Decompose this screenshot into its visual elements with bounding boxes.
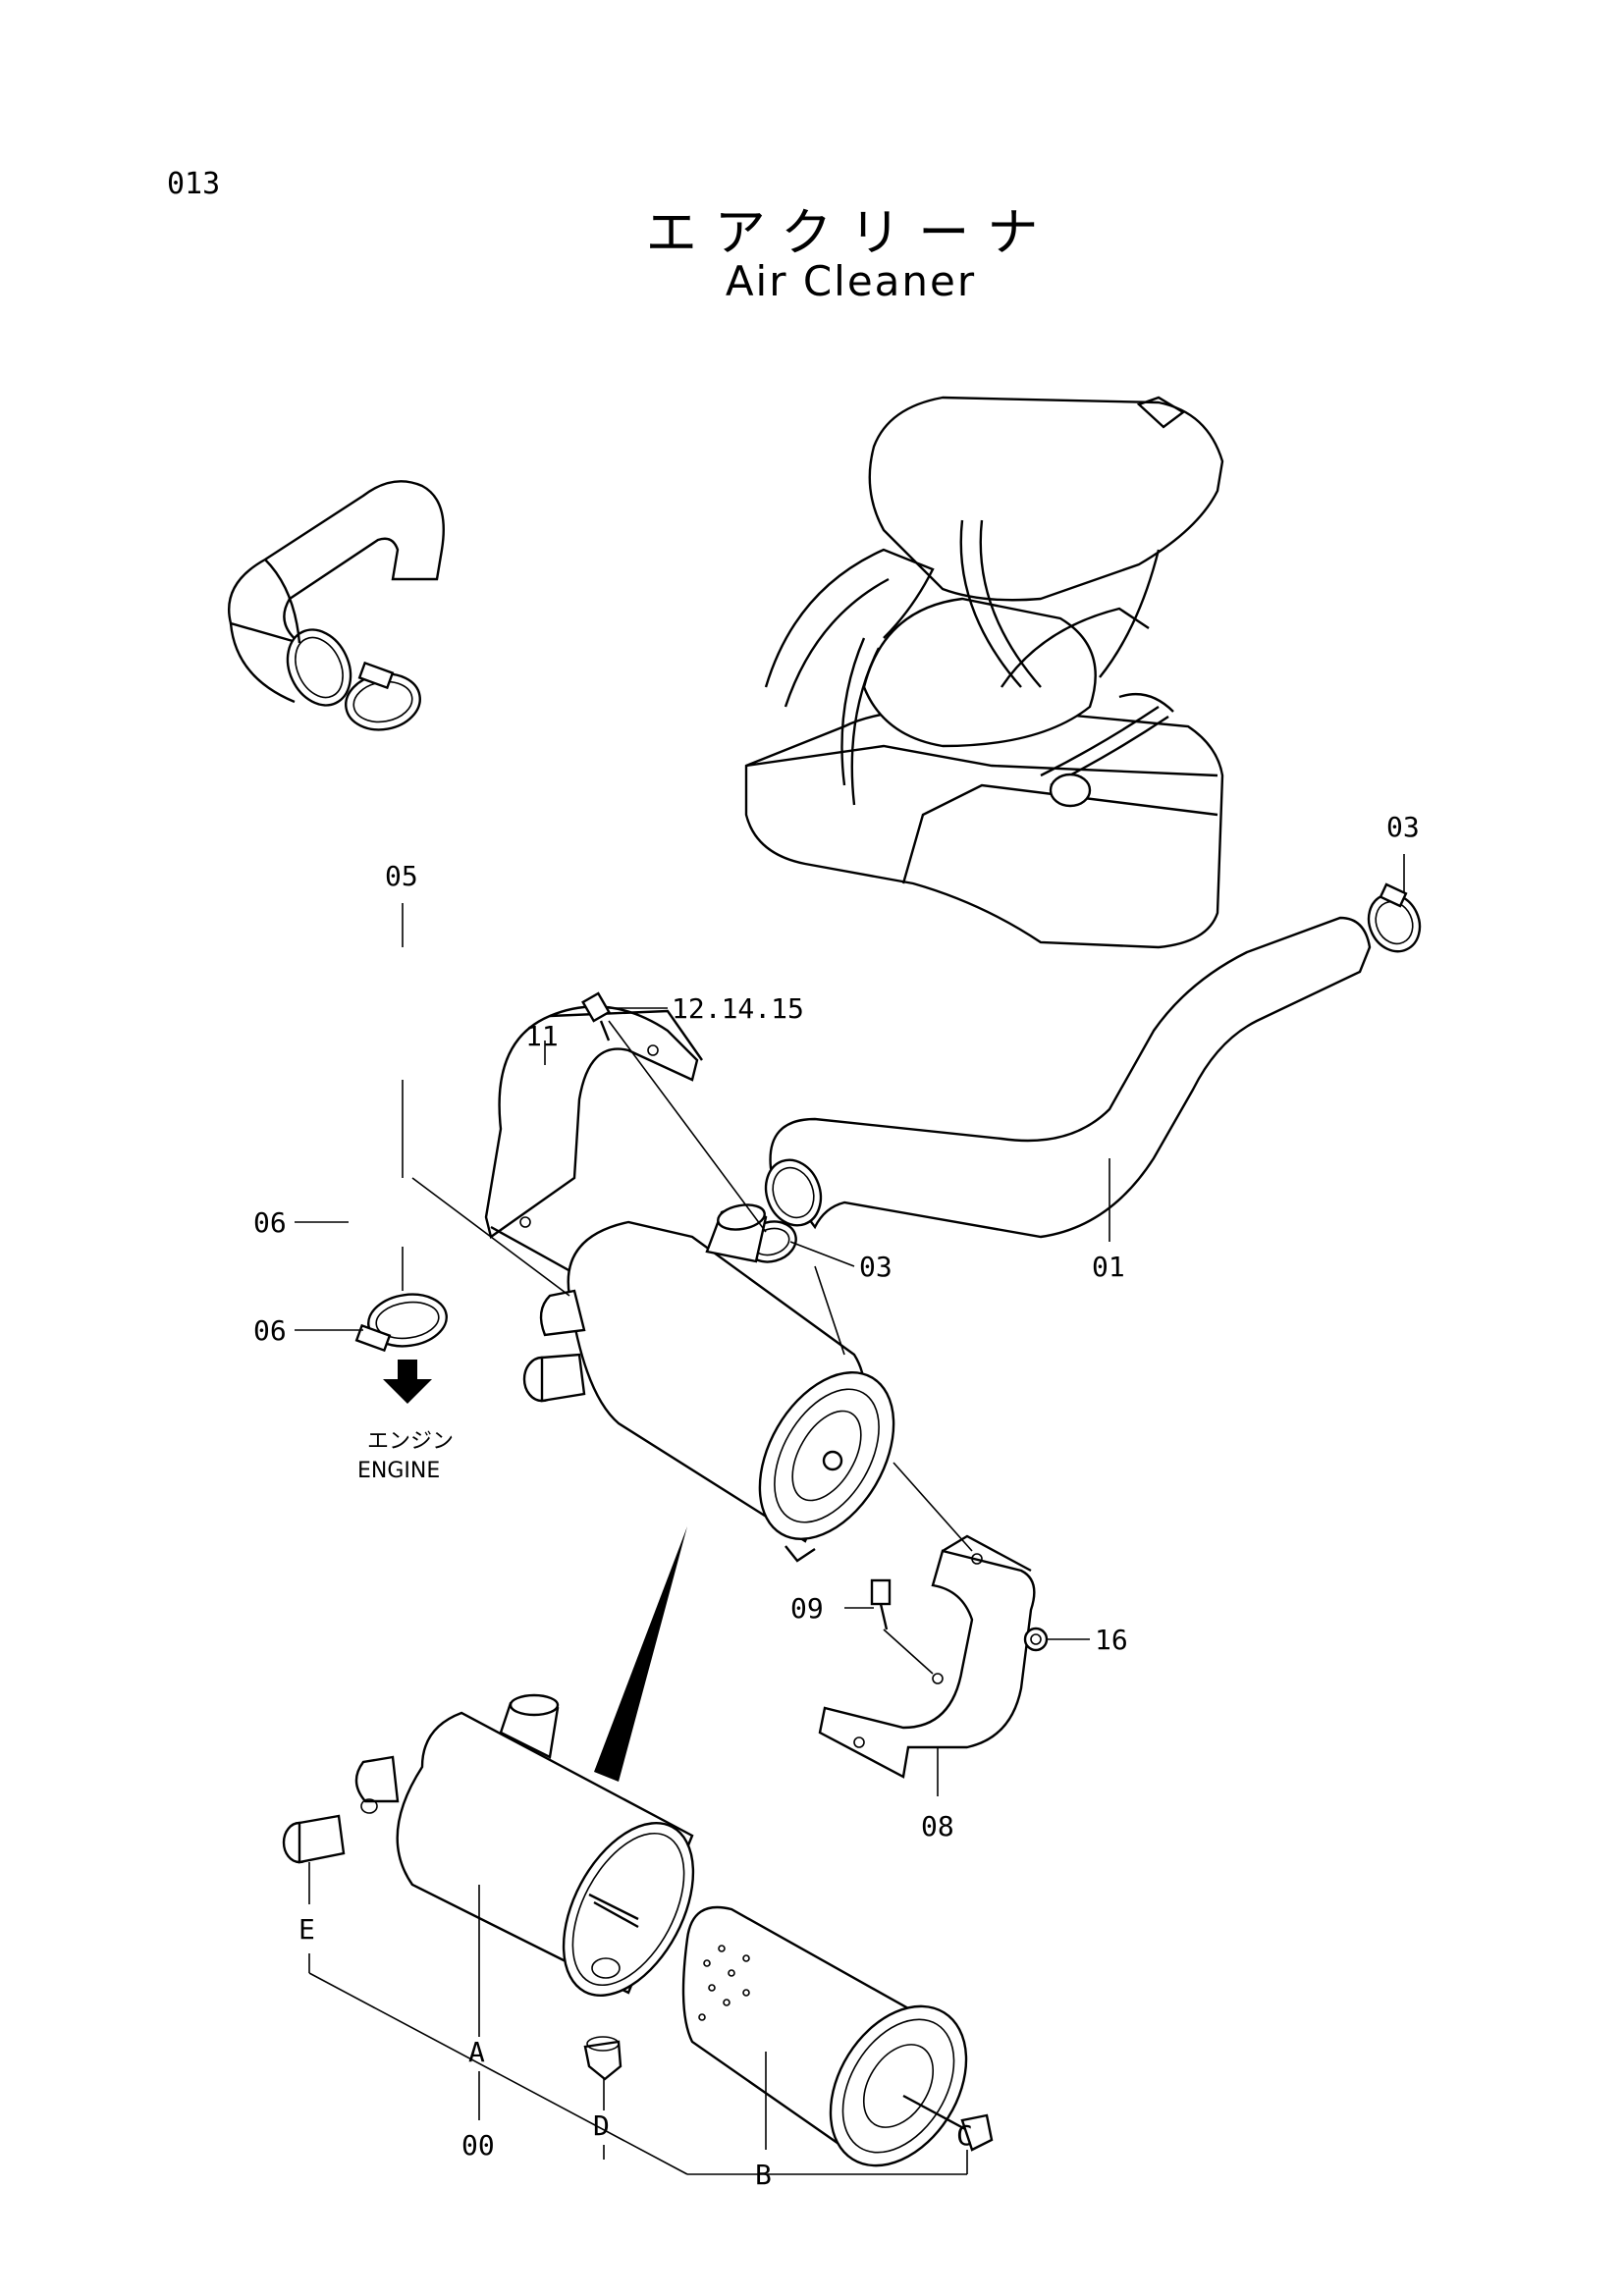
title-japanese: エアクリーナ [645,204,1056,263]
callout-B: B [755,2159,772,2191]
callout-11: 11 [525,1020,559,1052]
down-arrow-icon [383,1360,432,1404]
callout-D: D [593,2109,610,2142]
bracket-08-illustration [818,1534,1036,1779]
callout-03-middle: 03 [859,1251,893,1283]
callout-06-upper: 06 [253,1206,287,1239]
nut-16-illustration [1023,1627,1049,1652]
engine-label-ja: エンジン [367,1429,454,1454]
bolt-09-illustration [870,1578,892,1630]
air-cleaner-exploded-illustration [282,1693,994,2167]
clamp-03-right [1367,882,1422,953]
air-cleaner-assembly-illustration [522,1203,895,1563]
clamp-06-upper [345,661,421,731]
hose-05-illustration [228,480,445,707]
callout-09: 09 [790,1592,824,1625]
clamp-06-lower [354,1293,448,1353]
callout-03-right: 03 [1386,811,1420,843]
callout-C: C [956,2119,973,2152]
leader-lines [295,854,1405,2175]
hose-01-illustration [764,916,1372,1239]
callout-E: E [298,1913,315,1946]
bolt-12-illustration [581,991,611,1041]
title-english: Air Cleaner [725,257,977,305]
callout-06-lower: 06 [253,1314,287,1347]
page-number: 013 [167,167,221,201]
callout-08: 08 [921,1810,954,1842]
engine-label-en: ENGINE [357,1459,440,1483]
callout-12-14-15: 12.14.15 [672,992,804,1025]
callout-01: 01 [1092,1251,1125,1283]
machine-overview-illustration [744,396,1224,949]
callout-05: 05 [385,860,418,892]
detail-pointer [594,1526,687,1782]
callout-A: A [468,2036,485,2068]
callout-16: 16 [1095,1624,1128,1656]
callout-00: 00 [461,2129,495,2162]
